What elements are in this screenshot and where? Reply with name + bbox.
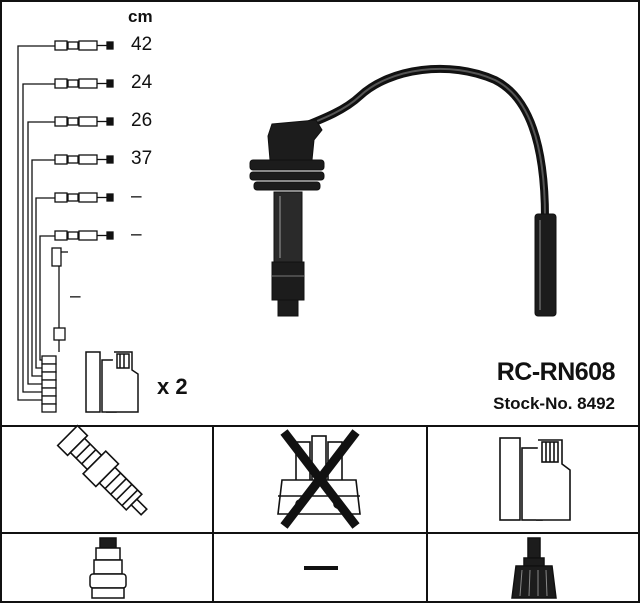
plug-connector-boot-icon	[89, 537, 127, 599]
cable-connectors	[54, 40, 114, 241]
coil-boot	[249, 119, 325, 317]
distributor-cap-crossed-icon	[277, 429, 361, 529]
rubber-boot-icon	[511, 537, 557, 599]
cap-multiplier: x 2	[157, 374, 188, 399]
product-model: RC-RN608	[496, 358, 616, 386]
cable-length-6: –	[131, 224, 142, 245]
lead-cable-highlight	[299, 67, 546, 219]
coil-lead-length: –	[70, 286, 81, 307]
spark-plug-icon	[56, 424, 148, 516]
unit-label: cm	[128, 7, 153, 26]
cable-length-1: 42	[131, 34, 153, 55]
coil-lead	[51, 247, 68, 352]
connector-none-dash	[304, 566, 338, 570]
cable-length-3: 26	[131, 110, 153, 131]
ignition-lead-illustration	[249, 64, 557, 317]
cable-length-2: 24	[131, 72, 153, 93]
terminal-block	[41, 355, 57, 413]
coil-cap-icon	[85, 351, 139, 413]
cable-length-5: –	[131, 186, 142, 207]
lead-cable	[296, 64, 549, 222]
cable-length-4: 37	[131, 148, 153, 169]
right-boot	[534, 213, 557, 317]
stock-number: Stock-No. 8492	[493, 394, 615, 413]
cable-set-diagram	[17, 40, 139, 413]
ignition-coil-icon	[499, 437, 571, 521]
